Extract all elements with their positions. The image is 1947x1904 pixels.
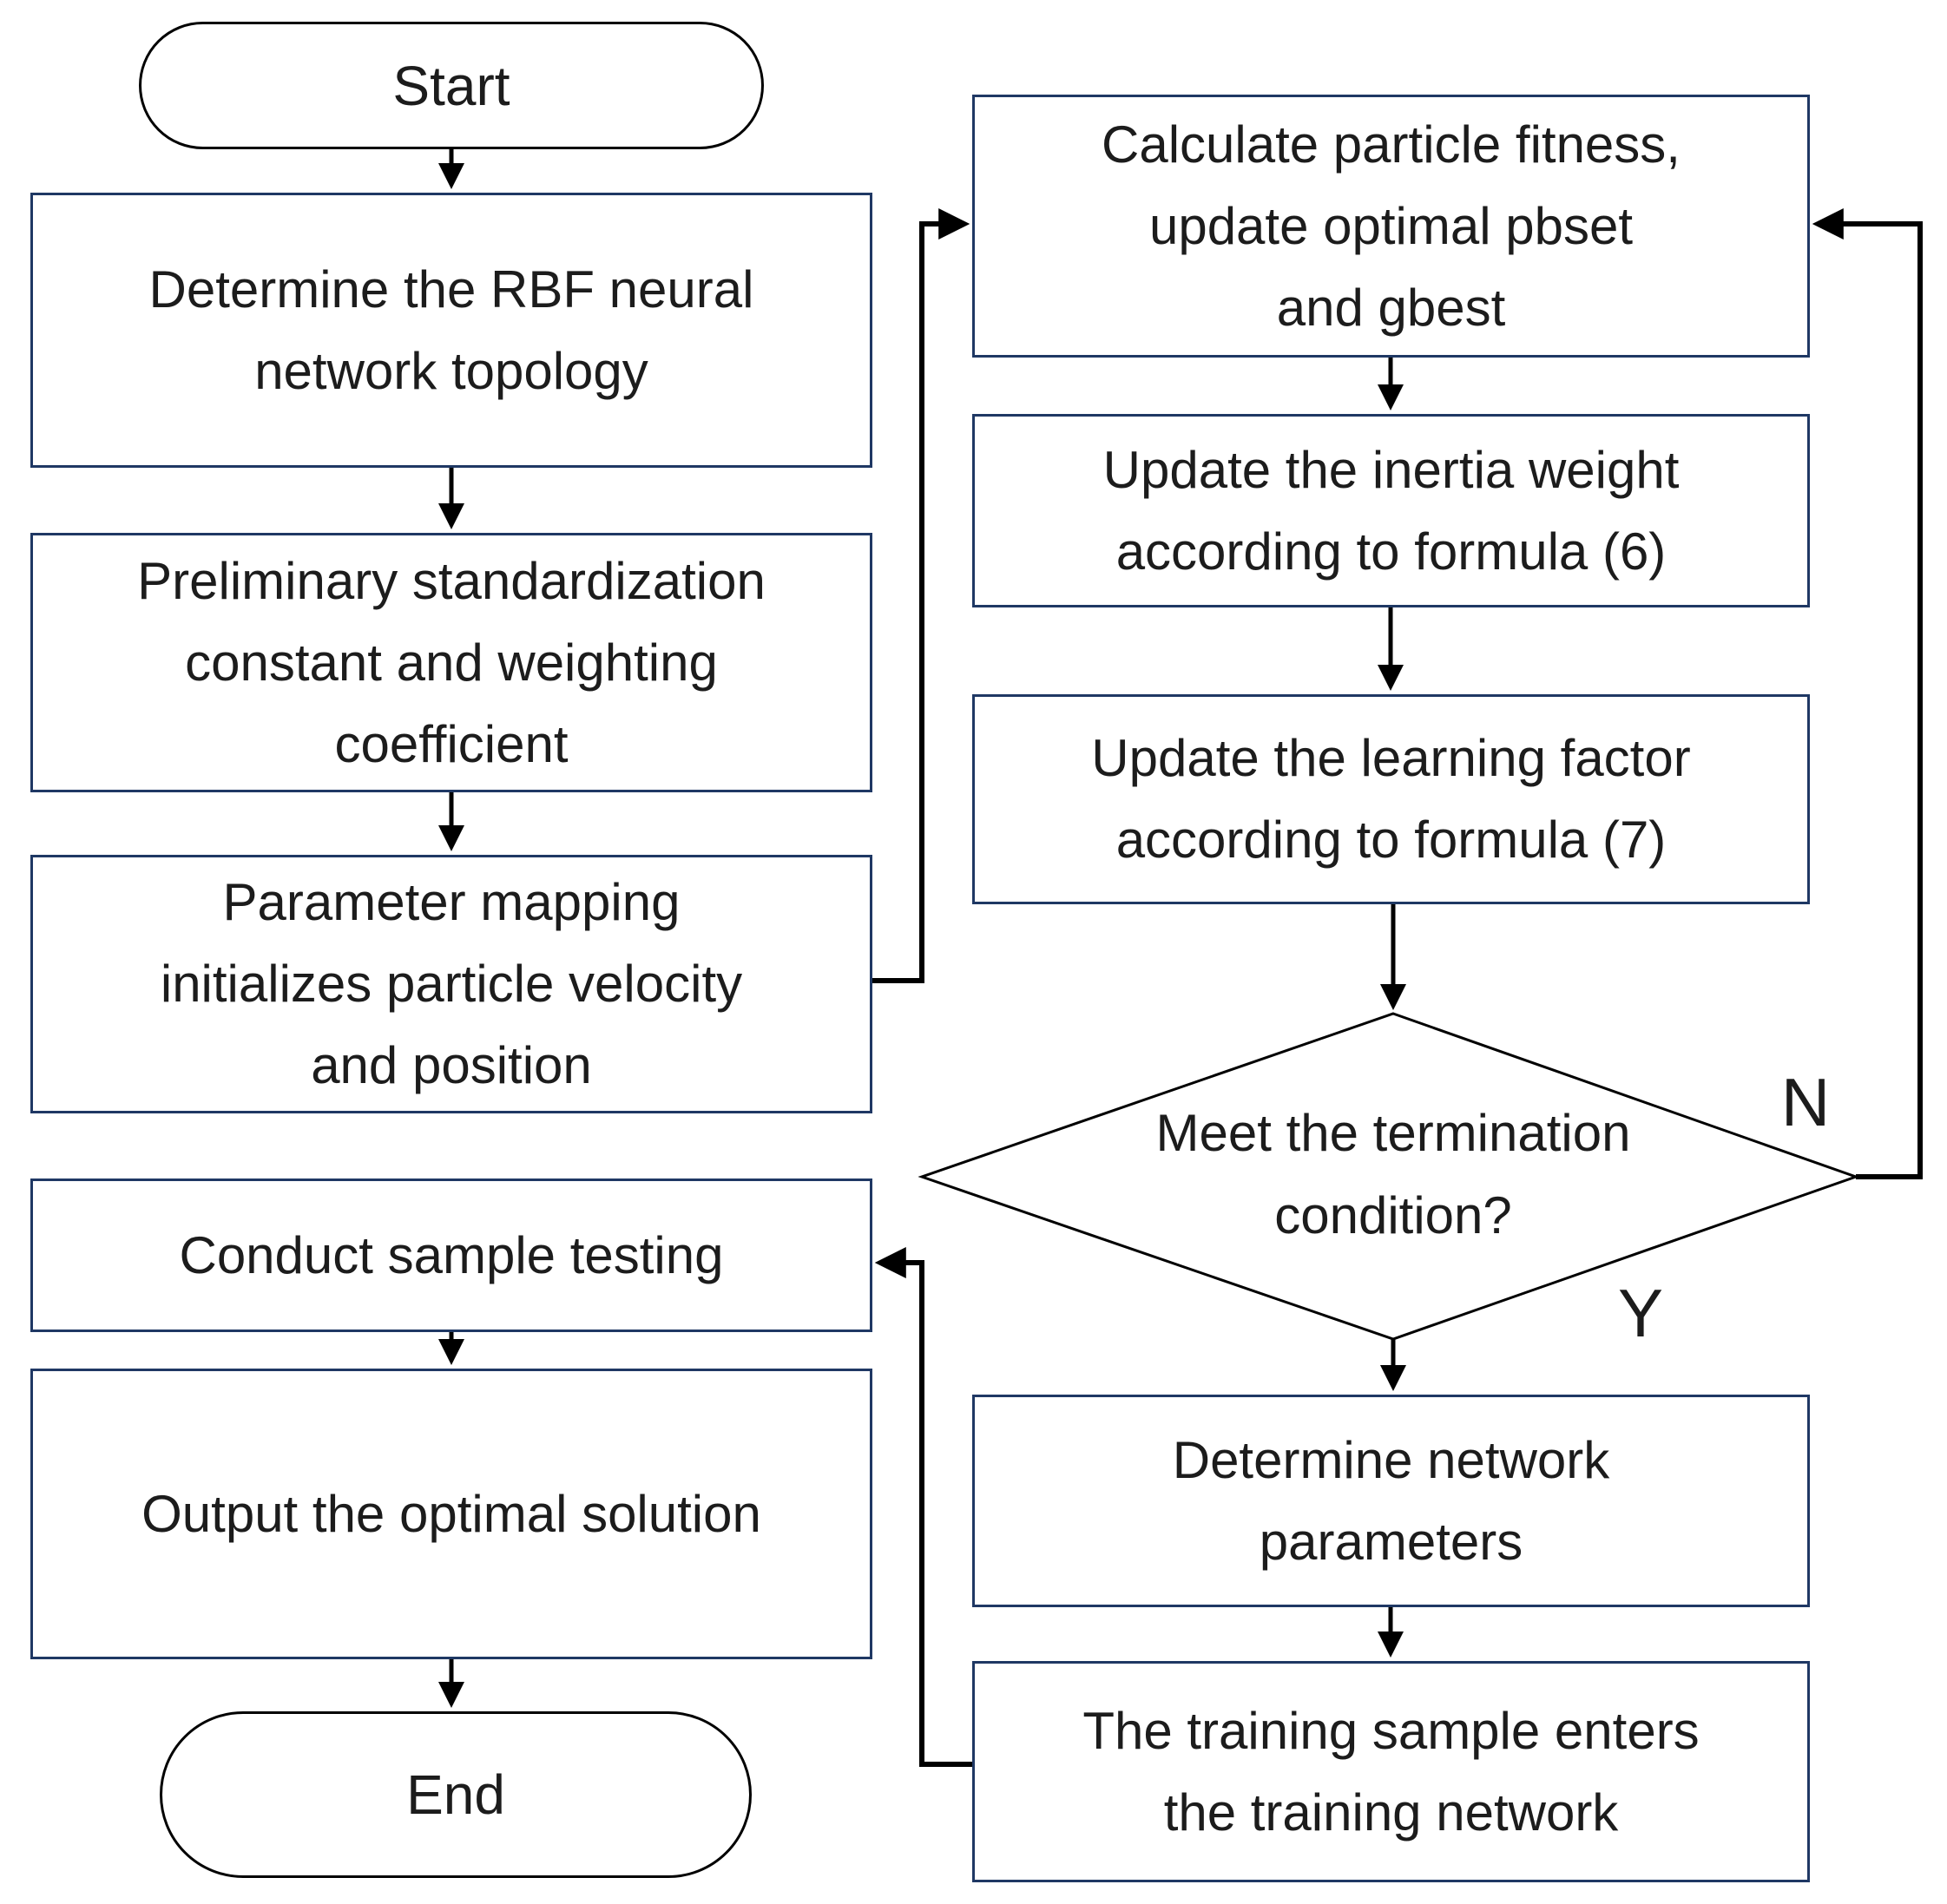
node-determine-rbf-topology: Determine the RBF neural network topolog…: [30, 193, 872, 468]
node-start: Start: [139, 22, 764, 149]
node-training-sample-enters: The training sample enters the training …: [972, 1661, 1810, 1882]
node-output-optimal-solution: Output the optimal solution: [30, 1369, 872, 1659]
node-update-learning-factor: Update the learning factor according to …: [972, 694, 1810, 904]
edge-parameter-mapping-to-calculate-fitness: [872, 208, 970, 983]
edge-training-sample-to-conduct-testing: [874, 1247, 972, 1767]
node-conduct-sample-testing: Conduct sample testing: [30, 1179, 872, 1332]
node-preliminary-standardization: Preliminary standardization constant and…: [30, 533, 872, 792]
node-calculate-particle-fitness: Calculate particle fitness, update optim…: [972, 95, 1810, 358]
node-update-inertia-weight: Update the inertia weight according to f…: [972, 414, 1810, 607]
node-end: End: [160, 1711, 752, 1878]
node-parameter-mapping: Parameter mapping initializes particle v…: [30, 855, 872, 1113]
node-termination-condition: Meet the termination condition?: [1155, 1104, 1631, 1244]
branch-label-yes: Y: [1617, 1275, 1664, 1351]
branch-label-no: N: [1780, 1064, 1831, 1140]
edge-termination-no-loop-to-calculate-fitness: [1812, 208, 1923, 1179]
node-determine-network-parameters: Determine network parameters: [972, 1395, 1810, 1607]
